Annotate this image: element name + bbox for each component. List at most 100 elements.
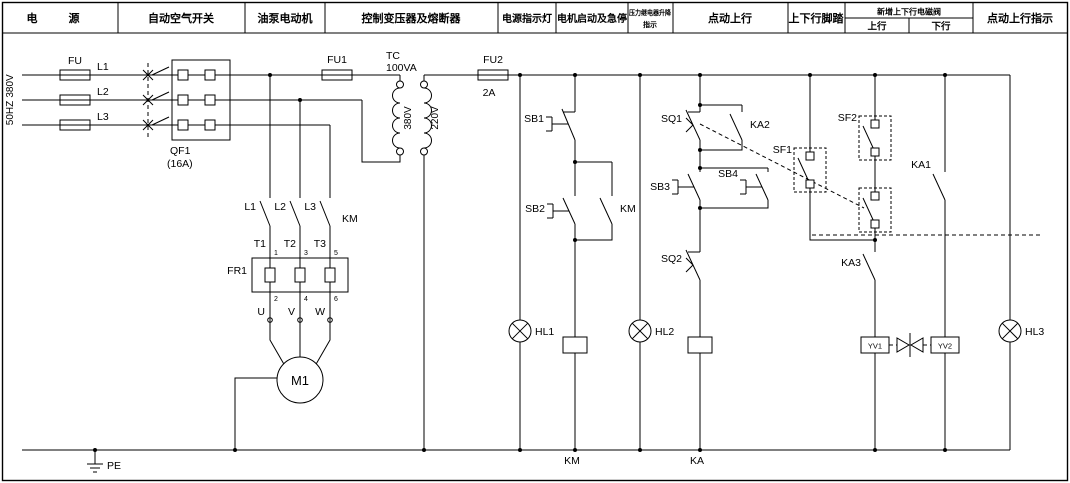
valve-body-symbol [896, 333, 924, 357]
label-fr1-2: 2 [274, 296, 278, 303]
label-fr1-3: 3 [304, 250, 308, 257]
header-motor-start-stop: 电机启动及急停 [557, 12, 627, 25]
label-fu: FU [68, 55, 82, 67]
fuse-fu-l2 [59, 94, 91, 106]
label-fr1: FR1 [227, 265, 247, 277]
label-hl3: HL3 [1025, 326, 1044, 338]
label-sb3: SB3 [650, 181, 670, 193]
label-km-l1: L1 [244, 201, 256, 213]
qf1-terminal [177, 69, 189, 81]
label-fr1-6: 6 [334, 296, 338, 303]
qf1-breaker: QF1 (16A) [167, 59, 231, 170]
dashed-links [147, 63, 1040, 346]
label-km-l2: L2 [274, 201, 286, 213]
label-yv1: YV1 [868, 342, 882, 351]
label-l1: L1 [97, 61, 109, 73]
motor-m1: U V W M1 [257, 306, 333, 404]
tc-terminal [396, 147, 404, 156]
header-control-transformer: 控制变压器及熔断器 [362, 11, 462, 25]
motor-terminal [297, 317, 303, 323]
header-valve-down: 下行 [931, 21, 951, 33]
sf1-terminal [805, 179, 815, 189]
label-fr1-5: 5 [334, 250, 338, 257]
bottom-bus-labels: PE KM KA [107, 455, 704, 472]
header-valve-up: 上行 [867, 21, 887, 33]
label-km-aux: KM [620, 203, 636, 215]
label-u: U [257, 306, 265, 318]
tc-secondary-winding [423, 87, 432, 149]
label-sb2: SB2 [525, 203, 545, 215]
tc-terminal [396, 80, 404, 89]
label-yv2: YV2 [938, 342, 952, 351]
qf1-terminal [204, 69, 216, 81]
label-supply-voltage: 380V [5, 74, 16, 98]
transformer-section: FU1 TC 100VA 380V 220V FU2 2A [321, 50, 509, 156]
fr1-overload-relay: FR1 1 3 5 2 4 6 [227, 250, 349, 303]
header-jog-up: 点动上行 [708, 11, 752, 25]
header-air-breaker: 自动空气开关 [148, 11, 214, 25]
junction-dots [93, 73, 947, 452]
label-ka3: KA3 [841, 257, 861, 269]
fr1-heater [294, 267, 306, 283]
label-qf1: QF1 [170, 145, 191, 157]
tc-terminal [420, 80, 428, 89]
label-t2: T2 [284, 238, 296, 250]
fr1-body [251, 257, 349, 293]
fuse-fu1 [321, 69, 353, 81]
header-jog-up-indicator: 点动上行指示 [987, 11, 1053, 25]
label-t1: T1 [254, 238, 266, 250]
label-fr1-1: 1 [274, 250, 278, 257]
header-row: 电 源 自动空气开关 油泵电动机 控制变压器及熔断器 电源指示灯 电机启动及急停… [26, 7, 1053, 33]
lamp-hl2 [628, 319, 652, 343]
ka-coil [687, 336, 713, 354]
header-power: 电 源 [26, 11, 93, 25]
qf1-terminal [177, 119, 189, 131]
sf1-terminal [805, 151, 815, 161]
lamp-hl1 [508, 319, 532, 343]
fr1-heater [324, 267, 336, 283]
label-ka2: KA2 [750, 119, 770, 131]
label-t3: T3 [314, 238, 326, 250]
yv2-solenoid [930, 336, 960, 354]
label-qf1-rating: (16A) [167, 158, 193, 170]
sf2-switch-frame [858, 115, 892, 161]
sf2-terminal [870, 147, 880, 157]
label-hl2: HL2 [655, 326, 674, 338]
tc-primary-winding [392, 87, 401, 149]
label-km-l3: L3 [304, 201, 316, 213]
sf1-switch-frame [793, 147, 827, 193]
mechanical-links [147, 63, 1040, 346]
header-pump-motor: 油泵电动机 [258, 11, 313, 25]
lamp-hl3 [998, 319, 1022, 343]
motor-circle [276, 356, 324, 404]
sf2-aux-switch-frame [858, 187, 892, 233]
qf1-terminal [177, 94, 189, 106]
qf1-terminal [204, 119, 216, 131]
yv1-solenoid [860, 336, 890, 354]
sf2-terminal [870, 119, 880, 129]
label-fr1-4: 4 [304, 296, 308, 303]
header-grid [2, 2, 1068, 34]
label-sf2: SF2 [838, 112, 857, 124]
label-tc-rating: 100VA [386, 62, 417, 74]
fr1-heater [264, 267, 276, 283]
supply-section: 380V 50HZ FU L1 L2 L3 [5, 55, 109, 131]
km-coil [562, 336, 588, 354]
sf2-aux-terminal [870, 191, 880, 201]
label-ka1: KA1 [911, 159, 931, 171]
qf1-terminal [204, 94, 216, 106]
label-km-bus: KM [564, 455, 580, 467]
header-power-indicator: 电源指示灯 [502, 12, 552, 25]
fuse-fu-l1 [59, 69, 91, 81]
wires [22, 74, 1011, 473]
label-w: W [315, 306, 325, 318]
header-foot-pedal: 上下行脚踏 [789, 11, 845, 25]
label-l3: L3 [97, 111, 109, 123]
qf1-body [171, 59, 231, 141]
fuse-fu-l3 [59, 119, 91, 131]
label-tc-secondary: 220V [430, 106, 441, 130]
motor-terminal [327, 317, 333, 323]
label-fu2: FU2 [483, 54, 503, 66]
